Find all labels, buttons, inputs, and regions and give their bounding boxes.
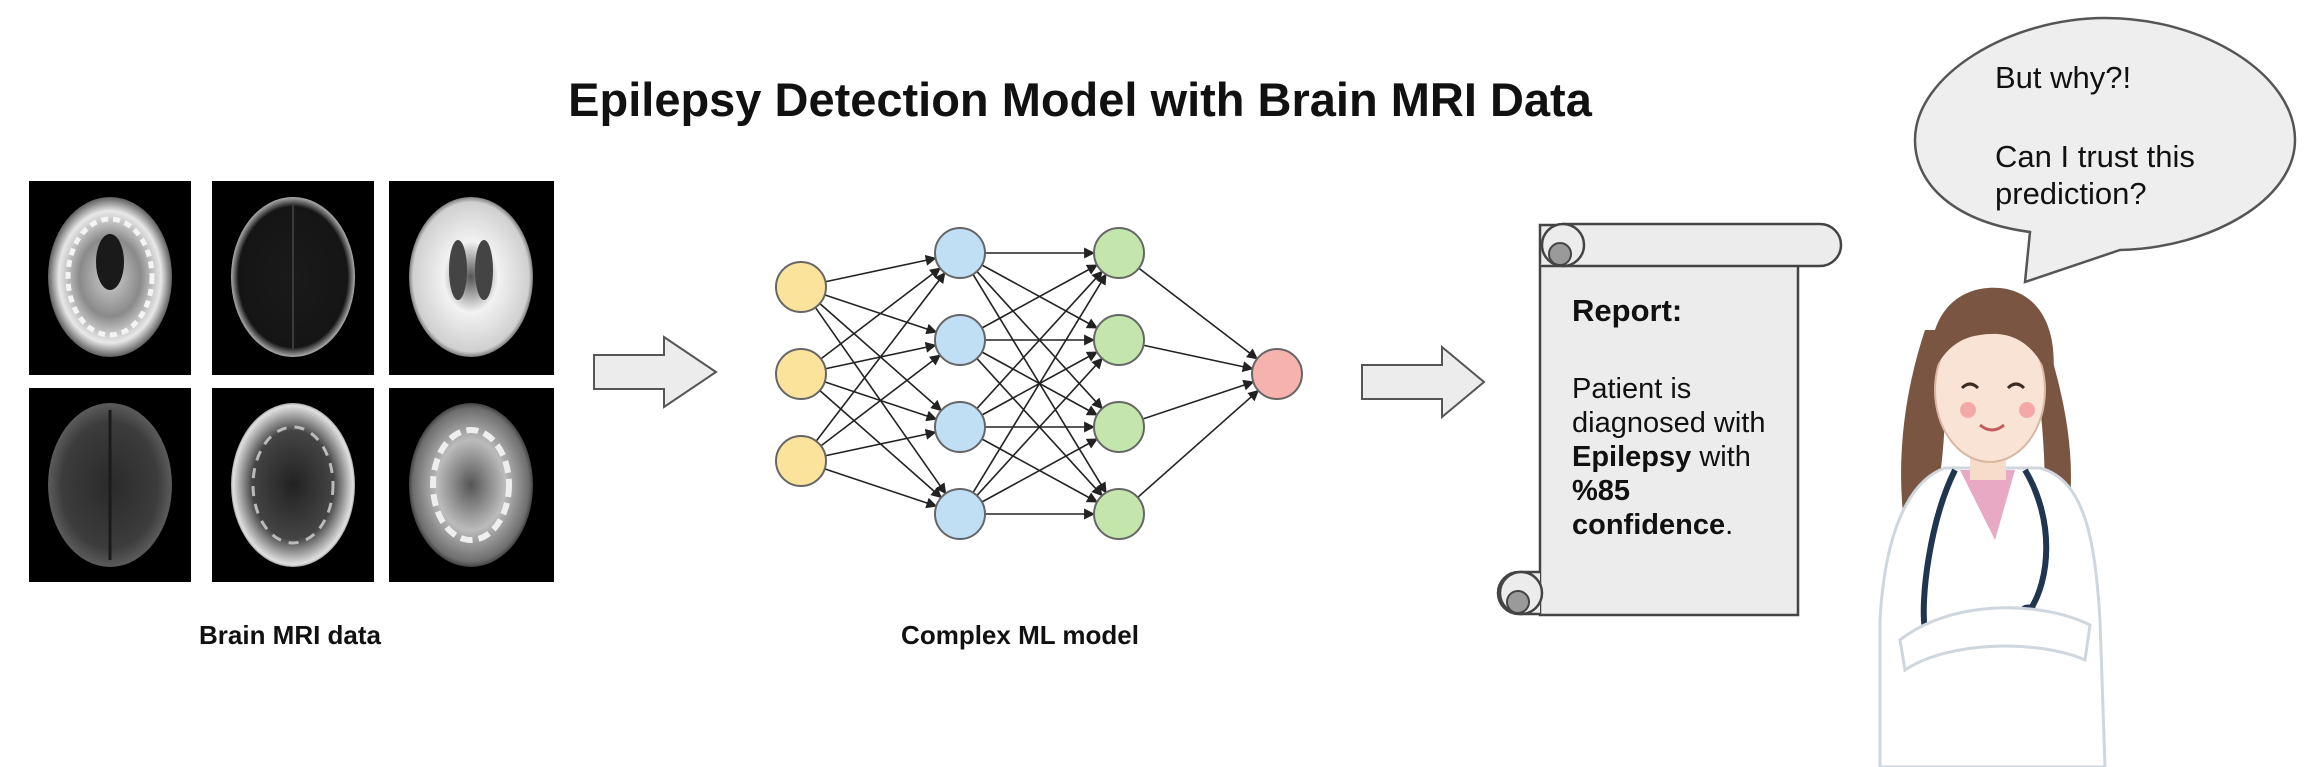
speech-line-1: But why?! xyxy=(1995,60,2132,95)
scroll-icon xyxy=(1496,222,1843,617)
ml-model-label: Complex ML model xyxy=(901,620,1139,650)
network-connection xyxy=(825,254,937,283)
network-connection xyxy=(976,357,1103,497)
report-diagnosis: Epilepsy xyxy=(1572,441,1692,473)
report-heading: Report: xyxy=(1572,293,1683,328)
network-node xyxy=(775,261,827,313)
report-confidence: %85 confidence xyxy=(1572,475,1726,541)
network-connection xyxy=(825,428,937,457)
speech-bubble xyxy=(1913,16,2297,284)
network-connection xyxy=(981,438,1099,503)
network-node xyxy=(934,401,986,453)
report-text: Patient is diagnosed with xyxy=(1572,373,1766,439)
neural-network xyxy=(775,227,1303,540)
network-node xyxy=(1093,488,1145,540)
network-node xyxy=(1093,401,1145,453)
network-connection xyxy=(820,354,941,447)
network-connection xyxy=(1142,379,1255,420)
page-title: Epilepsy Detection Model with Brain MRI … xyxy=(568,73,1592,126)
network-node xyxy=(934,227,986,279)
doctor-icon xyxy=(1878,287,2107,767)
report-body: Patient is diagnosed with Epilepsy with … xyxy=(1572,372,1792,542)
network-node xyxy=(1093,227,1145,279)
network-connection xyxy=(972,273,1107,494)
report-text: . xyxy=(1725,509,1734,541)
network-connection xyxy=(1143,344,1254,373)
network-connection xyxy=(824,468,938,509)
brain-mri-scan-icon xyxy=(29,181,554,582)
network-node xyxy=(934,314,986,366)
network-connection xyxy=(1137,389,1260,499)
network-connection xyxy=(976,270,1103,410)
mri-data-label: Brain MRI data xyxy=(198,620,382,650)
network-connection xyxy=(815,271,946,442)
network-node xyxy=(775,348,827,400)
network-connection xyxy=(820,267,941,360)
network-node xyxy=(1093,314,1145,366)
network-node xyxy=(934,488,986,540)
network-node xyxy=(775,435,827,487)
network-node xyxy=(1251,348,1303,400)
network-connection xyxy=(1138,267,1259,360)
network-connection xyxy=(981,264,1099,329)
right-arrow-icon xyxy=(593,335,718,409)
speech-line-2: Can I trust this prediction? xyxy=(1995,139,2195,211)
right-arrow-icon xyxy=(1361,344,1486,420)
report-text: with xyxy=(1691,441,1751,473)
